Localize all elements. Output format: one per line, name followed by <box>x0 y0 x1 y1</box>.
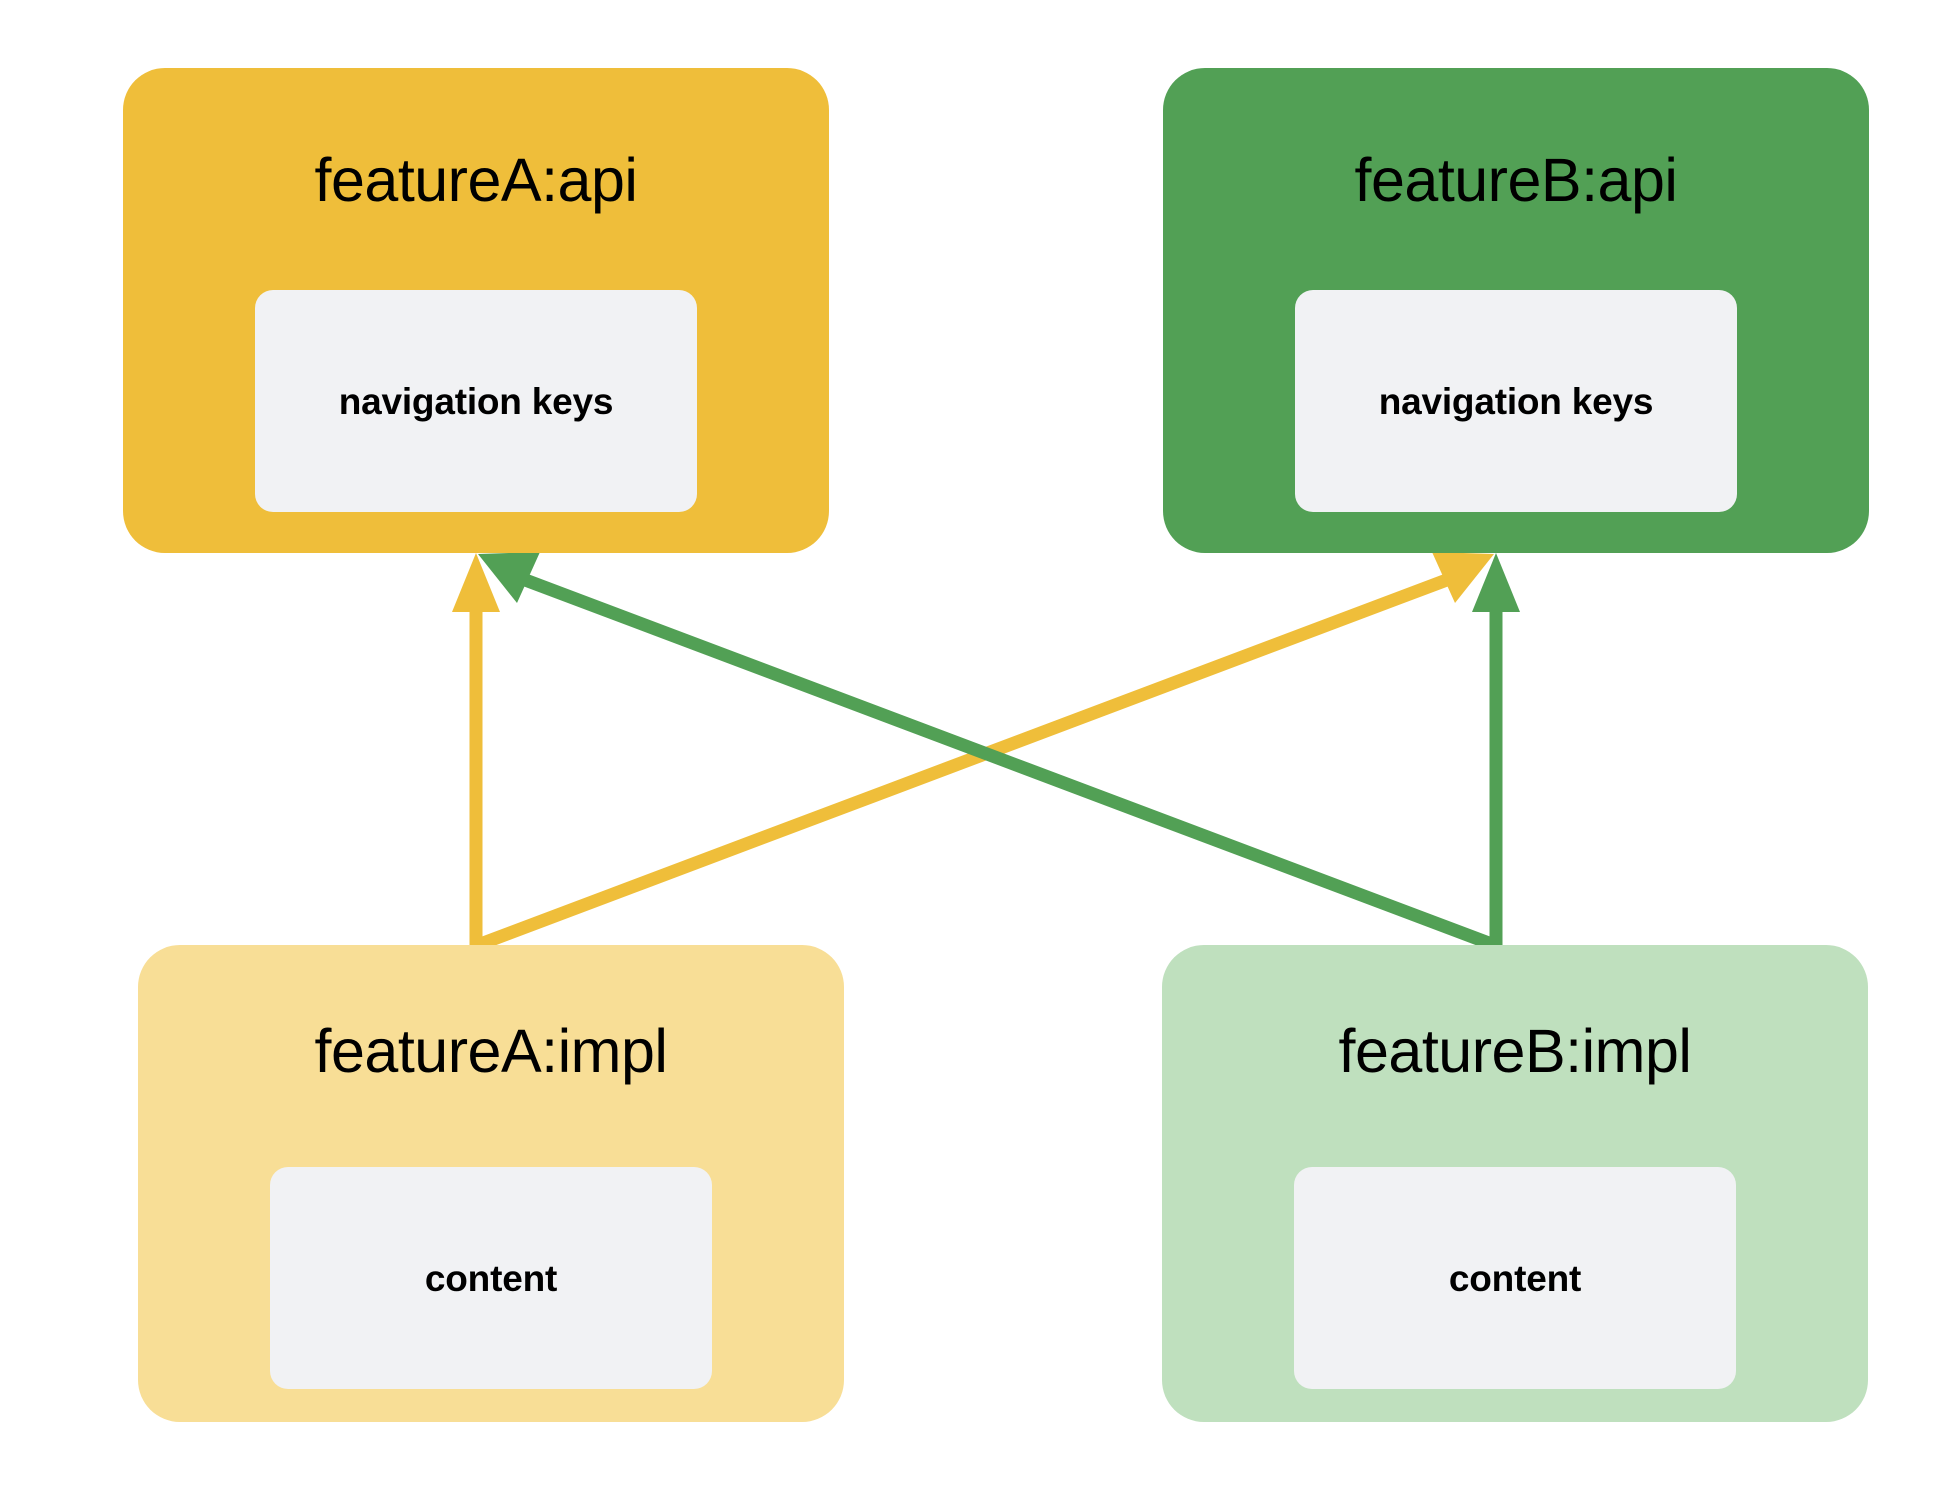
module-featureB-impl-inner-box[interactable]: content <box>1294 1167 1736 1389</box>
module-featureB-api-title: featureB:api <box>1354 146 1678 214</box>
edge-implA-to-apiA-arrowhead <box>452 553 500 612</box>
edge-implA-to-apiB <box>475 552 1494 952</box>
module-featureA-impl[interactable]: featureA:impl content <box>138 945 844 1422</box>
edge-implB-to-apiA-arrowhead <box>478 552 540 603</box>
module-featureB-impl-title: featureB:impl <box>1338 1017 1692 1085</box>
edge-implA-to-apiA <box>452 553 500 945</box>
module-featureB-api-inner-label: navigation keys <box>1378 380 1654 422</box>
edge-implB-to-apiA <box>478 552 1497 952</box>
edge-implB-to-apiB-arrowhead <box>1472 553 1520 612</box>
module-featureA-impl-title: featureA:impl <box>314 1017 668 1085</box>
edge-implA-to-apiB-arrowhead <box>1432 552 1494 603</box>
module-featureA-api[interactable]: featureA:api navigation keys <box>123 68 829 553</box>
module-featureA-api-inner-box[interactable]: navigation keys <box>255 290 697 512</box>
module-featureB-impl[interactable]: featureB:impl content <box>1162 945 1868 1422</box>
module-featureB-api-inner-box[interactable]: navigation keys <box>1295 290 1737 512</box>
module-featureB-impl-inner-label: content <box>1448 1257 1582 1299</box>
edge-implB-to-apiA-line <box>517 571 1497 952</box>
module-featureA-impl-inner-label: content <box>424 1257 558 1299</box>
module-featureA-api-title: featureA:api <box>314 146 638 214</box>
module-featureB-api[interactable]: featureB:api navigation keys <box>1163 68 1869 553</box>
module-featureA-impl-inner-box[interactable]: content <box>270 1167 712 1389</box>
module-featureA-api-inner-label: navigation keys <box>338 380 614 422</box>
edge-implA-to-apiB-line <box>475 571 1455 952</box>
edge-implB-to-apiB <box>1472 553 1520 945</box>
